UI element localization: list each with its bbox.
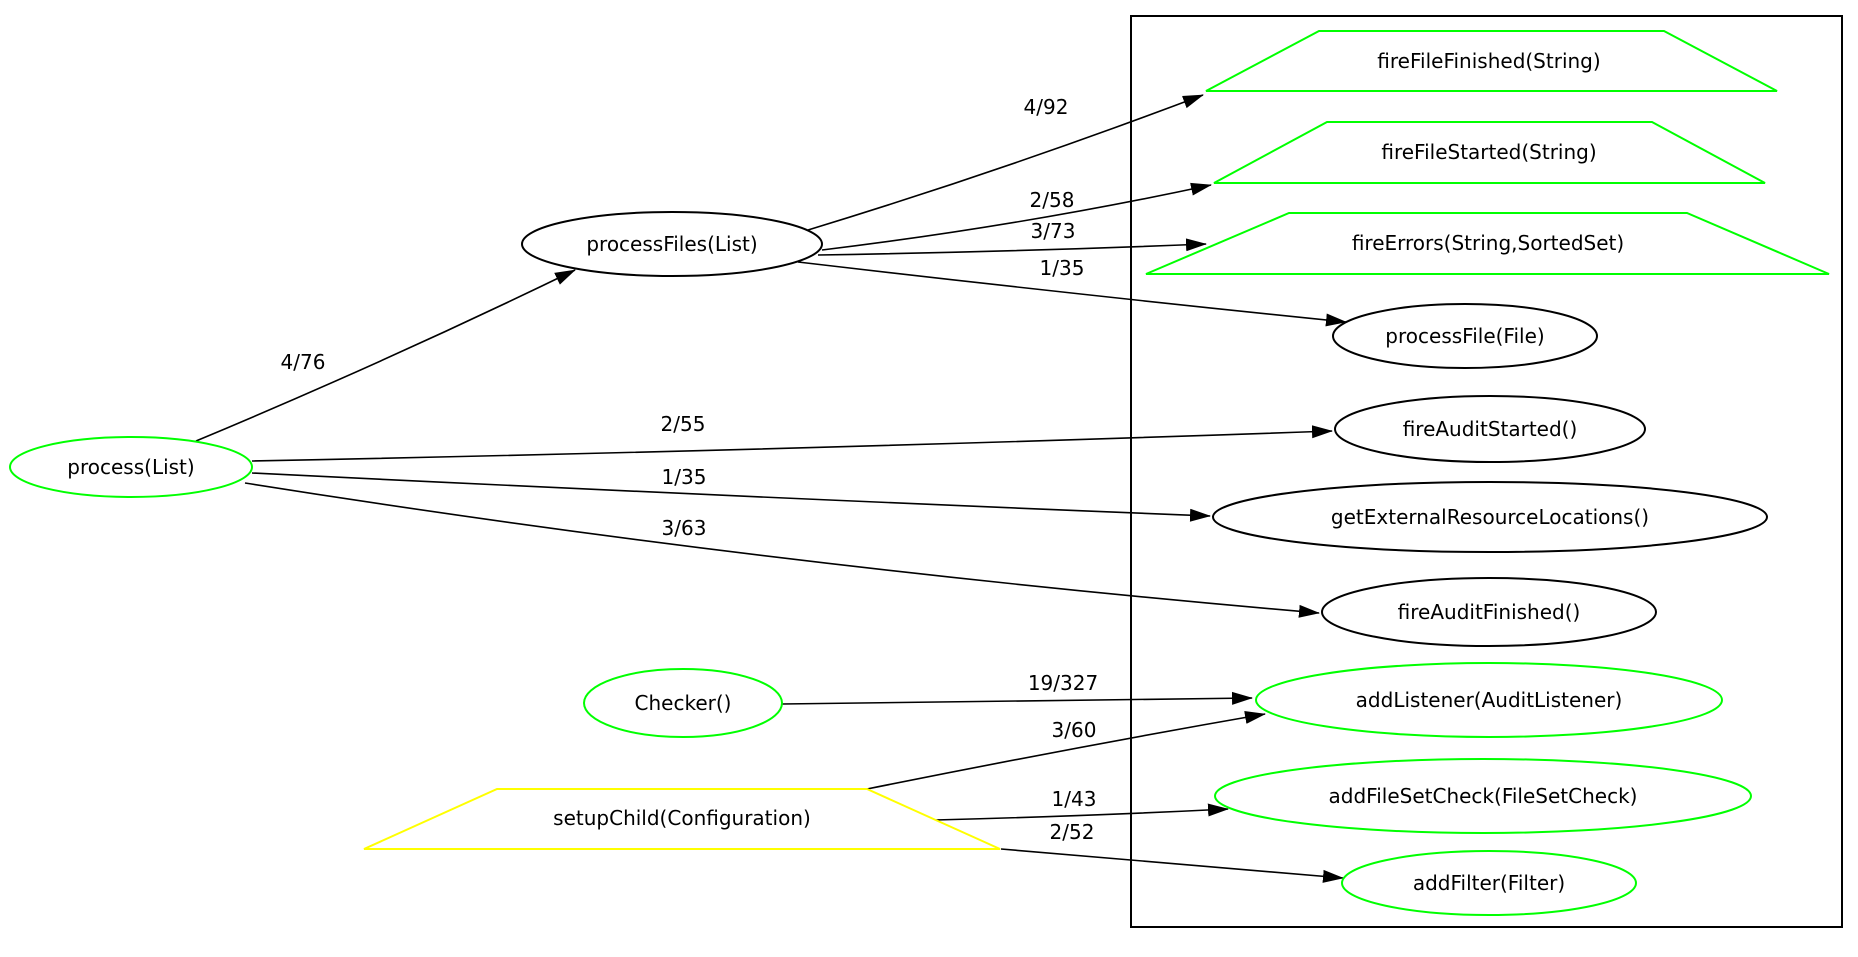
node-fireAuditFinished: [1321, 577, 1657, 647]
edge-processFiles-to-fireFileStarted: [821, 182, 1212, 251]
edge-process-to-fireAuditStarted: [251, 425, 1333, 462]
node-label-fireAuditStarted: fireAuditStarted(): [1403, 417, 1578, 441]
node-label-processFile: processFile(File): [1385, 324, 1544, 348]
node-processFile: [1332, 303, 1598, 369]
node-addFilter: [1341, 850, 1637, 916]
edge-process-to-processFiles: [195, 269, 576, 442]
node-fireAuditStarted: [1334, 395, 1646, 463]
node-process: [9, 436, 253, 498]
edge-label-processFiles-to-fireErrors: 3/73: [1031, 219, 1076, 243]
node-label-addFileSetCheck: addFileSetCheck(FileSetCheck): [1329, 784, 1638, 808]
node-label-fireErrors: fireErrors(String,SortedSet): [1352, 231, 1624, 255]
edge-setupChild-to-addFileSetCheck: [934, 803, 1229, 821]
edge-processFiles-to-fireFileFinished: [807, 94, 1204, 231]
node-label-fireAuditFinished: fireAuditFinished(): [1398, 600, 1581, 624]
cluster-layer: [1130, 15, 1843, 928]
edge-setupChild-to-addListener: [866, 711, 1266, 790]
node-label-process: process(List): [67, 455, 194, 479]
edge-label-processFiles-to-fireFileStarted: 2/58: [1030, 188, 1075, 212]
node-setupChild: [363, 788, 1001, 850]
node-label-getExternalResourceLocations: getExternalResourceLocations(): [1331, 505, 1649, 529]
edge-label-processFiles-to-processFile: 1/35: [1040, 256, 1085, 280]
edge-label-process-to-fireAuditStarted: 2/55: [661, 412, 706, 436]
node-label-setupChild: setupChild(Configuration): [553, 806, 811, 830]
edge-processFiles-to-processFile: [797, 261, 1347, 327]
node-addListener: [1255, 662, 1723, 738]
node-fireFileFinished: [1205, 30, 1778, 92]
edge-label-checker-to-addListener: 19/327: [1028, 671, 1098, 695]
edge-label-process-to-getExternalResourceLocations: 1/35: [662, 465, 707, 489]
edge-label-processFiles-to-fireFileFinished: 4/92: [1024, 95, 1069, 119]
nodes-layer: process(List) processFiles(List) Checker()…: [9, 30, 1830, 916]
edge-label-setupChild-to-addFilter: 2/52: [1050, 820, 1095, 844]
node-label-addFilter: addFilter(Filter): [1413, 871, 1565, 895]
edge-label-process-to-processFiles: 4/76: [281, 350, 326, 374]
edge-process-to-getExternalResourceLocations: [251, 472, 1211, 522]
edge-checker-to-addListener: [781, 691, 1253, 705]
edge-processFiles-to-fireErrors: [817, 238, 1207, 256]
node-getExternalResourceLocations: [1212, 481, 1768, 553]
node-label-checker: Checker(): [635, 691, 732, 715]
cluster-box: [1130, 15, 1843, 928]
node-processFiles: [521, 211, 823, 277]
node-fireFileStarted: [1213, 121, 1766, 184]
node-label-addListener: addListener(AuditListener): [1356, 688, 1623, 712]
node-checker: [583, 668, 783, 738]
edge-label-setupChild-to-addListener: 3/60: [1052, 718, 1097, 742]
edge-label-setupChild-to-addFileSetCheck: 1/43: [1052, 787, 1097, 811]
edge-setupChild-to-addFilter: [1000, 848, 1344, 883]
edges-layer: 4/76 4/92 2/58 3/73 1/35 2/55 1/35 3/63 19/327 3/…: [195, 94, 1347, 883]
edge-process-to-fireAuditFinished: [244, 482, 1320, 618]
edge-label-process-to-fireAuditFinished: 3/63: [662, 516, 707, 540]
node-fireErrors: [1145, 212, 1830, 275]
node-label-fireFileFinished: fireFileFinished(String): [1377, 49, 1600, 73]
node-addFileSetCheck: [1214, 758, 1752, 834]
node-label-fireFileStarted: fireFileStarted(String): [1381, 140, 1596, 164]
node-label-processFiles: processFiles(List): [586, 232, 757, 256]
